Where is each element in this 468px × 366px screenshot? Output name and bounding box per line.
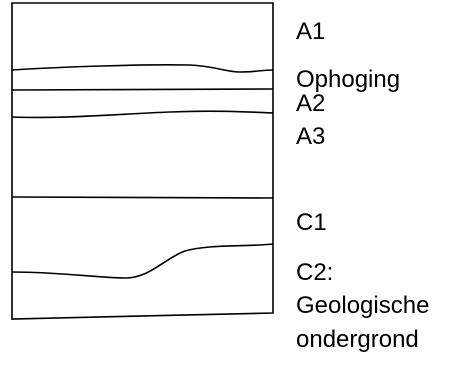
- boundary-ophoging-a2: [11, 88, 274, 91]
- label-c2-description-line2: ondergrond: [296, 326, 419, 353]
- boundary-c1-c2: [11, 243, 274, 279]
- label-ophoging: Ophoging: [296, 66, 401, 93]
- label-a2: A2: [296, 90, 326, 117]
- boundary-a2-a3: [11, 110, 274, 119]
- boundary-a1-ophoging: [11, 64, 274, 73]
- label-c1: C1: [296, 209, 327, 236]
- label-a1: A1: [296, 18, 326, 45]
- profile-outline: [11, 2, 274, 320]
- boundary-a3-c1: [11, 196, 274, 199]
- label-a3: A3: [296, 123, 326, 150]
- label-c2-description-line1: Geologische: [296, 292, 430, 319]
- label-c2: C2:: [296, 259, 334, 286]
